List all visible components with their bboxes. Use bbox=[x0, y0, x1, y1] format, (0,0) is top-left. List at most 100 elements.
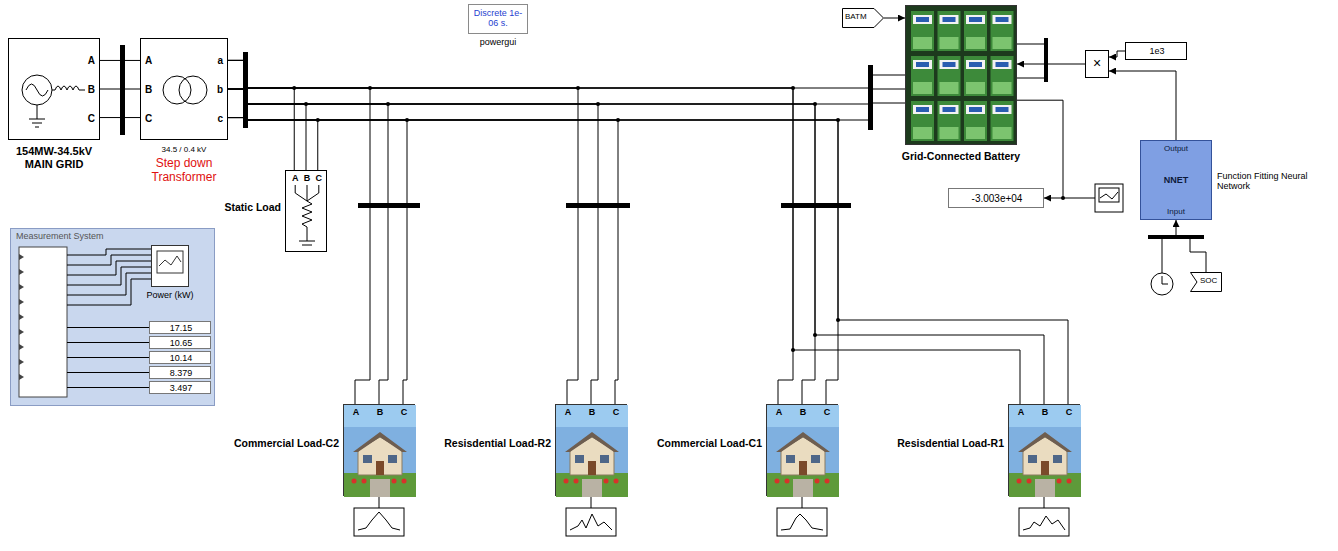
load-block-art bbox=[1017, 479, 1022, 484]
battery-block-art bbox=[916, 62, 929, 67]
port-label: A bbox=[774, 407, 784, 417]
block-label: Static Load bbox=[224, 201, 281, 213]
bus-bar bbox=[120, 45, 125, 135]
load-block-art bbox=[776, 432, 830, 452]
signal-wire bbox=[1017, 44, 1044, 78]
port-label: C bbox=[822, 407, 832, 417]
bus-bar bbox=[781, 203, 851, 208]
battery-block-art bbox=[996, 107, 1009, 112]
measurement-panel-art bbox=[19, 374, 24, 380]
load-block-art bbox=[767, 405, 839, 427]
grid-source-block: ABC154MW-34.5kV MAIN GRID bbox=[8, 38, 100, 140]
port-label: C bbox=[1064, 407, 1074, 417]
load-block-art bbox=[402, 479, 407, 484]
load-block-art bbox=[353, 432, 407, 452]
block-label: Resisdential Load-R1 bbox=[897, 437, 1004, 449]
wire bbox=[228, 60, 905, 120]
load-block-art bbox=[775, 479, 780, 484]
solver-setting: Discrete 1e-06 s. bbox=[469, 8, 527, 29]
scope-block: Power (kW) bbox=[151, 245, 189, 287]
block-label: Commercial Load-C1 bbox=[657, 437, 762, 449]
transformer-block-art bbox=[163, 76, 191, 104]
display-value: 17.15 bbox=[170, 323, 193, 333]
goto-tag: BATM bbox=[842, 8, 884, 28]
load-block-art bbox=[556, 405, 628, 497]
load-block-art bbox=[588, 461, 596, 475]
battery-block-art bbox=[996, 62, 1009, 67]
wire bbox=[228, 60, 318, 170]
battery-block-art bbox=[969, 107, 982, 112]
powergui-block: Discrete 1e-06 s.powergui bbox=[468, 4, 528, 34]
block-text: NNET bbox=[1141, 175, 1211, 185]
signal-source bbox=[777, 508, 827, 536]
load-block-art bbox=[556, 405, 628, 497]
measurement-panel-art bbox=[19, 299, 24, 305]
battery-block-art bbox=[940, 105, 959, 114]
load-block-art bbox=[799, 461, 807, 475]
measurement-panel-art bbox=[19, 269, 24, 275]
load-block-art bbox=[1057, 479, 1062, 484]
battery-block-art bbox=[993, 127, 1012, 139]
block-title: Grid-Connected Battery bbox=[871, 150, 1051, 162]
display-block: 3.497 bbox=[149, 381, 211, 394]
load-block-art bbox=[358, 437, 402, 475]
measurement-panel: Power (kW)17.1510.6510.148.3793.497Measu… bbox=[10, 228, 215, 406]
port-label: B bbox=[88, 84, 95, 96]
port-label: Input bbox=[1141, 207, 1211, 216]
battery-block-art bbox=[911, 56, 934, 96]
load-block: ABCCommercial Load-C1 bbox=[766, 404, 838, 496]
battery-block-art bbox=[966, 37, 985, 49]
port-label: A bbox=[1016, 407, 1026, 417]
measurement-panel-art bbox=[67, 342, 149, 343]
load-block-art bbox=[793, 479, 813, 497]
transformer-block: ABCabc34.5 / 0.4 kVStep down Transformer bbox=[140, 38, 228, 140]
battery-block-art bbox=[913, 15, 932, 24]
load-block-art bbox=[1041, 461, 1049, 475]
load-block-art bbox=[811, 455, 820, 463]
port-label: B bbox=[145, 84, 152, 96]
battery-block-art bbox=[943, 107, 956, 112]
scope-block-art bbox=[159, 256, 181, 266]
block-label: Function Fitting Neural Network bbox=[1217, 171, 1329, 192]
battery-block-art bbox=[969, 62, 982, 67]
battery-block-art bbox=[964, 56, 987, 96]
scope-symbol bbox=[1100, 192, 1118, 199]
battery-block-art bbox=[993, 60, 1012, 69]
block-label: Resisdential Load-R2 bbox=[444, 437, 551, 449]
operator-symbol: × bbox=[1086, 55, 1108, 71]
battery-block-art bbox=[916, 107, 929, 112]
wire bbox=[228, 60, 838, 404]
load-block-art bbox=[600, 455, 609, 463]
load-block-art bbox=[1053, 455, 1062, 463]
junction-dot bbox=[292, 86, 1065, 352]
load-block-art bbox=[1009, 473, 1081, 497]
load-block-art bbox=[767, 405, 839, 497]
display-block: 17.15 bbox=[149, 321, 211, 334]
load-block-art bbox=[825, 479, 830, 484]
load-block-art bbox=[344, 405, 416, 497]
battery-block-art bbox=[940, 82, 959, 94]
battery-block-art bbox=[938, 101, 961, 141]
battery-block-art bbox=[991, 11, 1014, 51]
battery-block-art bbox=[938, 11, 961, 51]
measurement-panel-art bbox=[67, 273, 151, 295]
scope-block-art bbox=[152, 246, 190, 288]
tag-name: BATM bbox=[845, 12, 867, 21]
port-label: B bbox=[587, 407, 597, 417]
scope-symbol bbox=[1099, 188, 1119, 202]
load-block-art bbox=[1009, 405, 1081, 497]
port-label: B bbox=[302, 173, 312, 183]
battery-block-art bbox=[966, 15, 985, 24]
signal-wire bbox=[379, 44, 1162, 508]
battery-block-art bbox=[940, 60, 959, 69]
display-block: 10.65 bbox=[149, 336, 211, 349]
block-title: Step down Transformer bbox=[138, 157, 230, 185]
battery-block-art bbox=[993, 37, 1012, 49]
battery-block-art bbox=[964, 101, 987, 141]
load-profile bbox=[570, 514, 612, 530]
battery-block-art bbox=[991, 101, 1014, 141]
panel-title: Measurement System bbox=[16, 231, 104, 241]
wire bbox=[228, 60, 1068, 404]
battery-block-art bbox=[911, 11, 934, 51]
